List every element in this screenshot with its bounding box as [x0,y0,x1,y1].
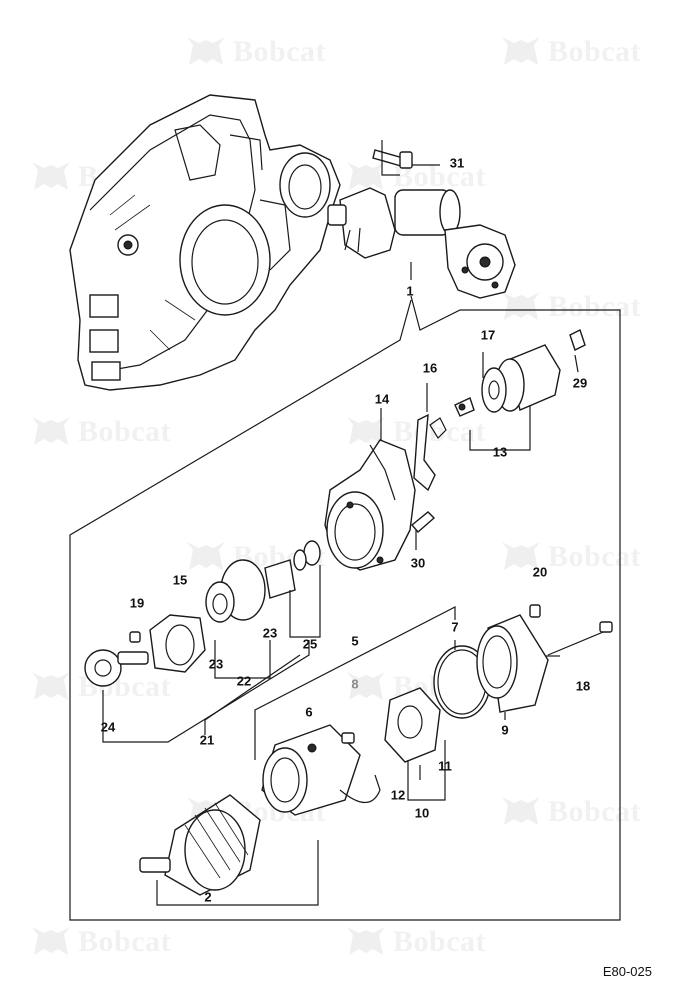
bobcat-logo-icon [32,672,70,700]
callout-1: 1 [406,283,414,299]
end-frame-parts [433,604,613,720]
callout-25: 25 [302,636,318,652]
callout-15: 15 [172,572,188,588]
watermark-text: Bobcat [548,35,641,68]
yoke-field-coil [254,606,456,816]
bobcat-watermark: Bobcat [500,290,641,324]
watermark-text: Bobcat [548,795,641,828]
drive-housing [324,408,436,571]
bobcat-logo-icon [502,797,540,825]
callout-24: 24 [100,719,116,735]
callout-30: 30 [410,555,426,571]
bobcat-logo-icon [32,162,70,190]
bobcat-logo-icon [347,672,385,700]
callout-8: 8 [351,676,359,692]
callout-23: 23 [208,656,224,672]
solenoid-parts [429,329,586,451]
flywheel-housing [69,94,341,391]
bobcat-logo-icon [187,37,225,65]
pinion-clutch-parts [84,540,321,743]
callout-10: 10 [414,805,430,821]
bobcat-watermark: Bobcat [30,415,171,449]
watermark-text: Bobcat [78,415,171,448]
callout-11: 11 [438,758,452,774]
bobcat-logo-icon [347,162,385,190]
watermark-text: Bobcat [548,540,641,573]
watermark-text: Bobcat [393,925,486,958]
callout-23: 23 [262,625,278,641]
starter-assembly [327,149,516,299]
callout-21: 21 [199,732,215,748]
shift-lever [413,383,436,492]
bobcat-watermark: Bobcat [345,925,486,959]
callout-16: 16 [422,360,438,376]
callout-19: 19 [129,595,145,611]
diagram-reference: E80-025 [602,964,652,979]
callout-2: 2 [204,889,212,905]
bobcat-logo-icon [187,542,225,570]
callout-31: 31 [449,155,465,171]
watermark-text: Bobcat [548,290,641,323]
callout-13: 13 [492,444,508,460]
callout-7: 7 [451,619,459,635]
bobcat-watermark: Bobcat [500,795,641,829]
bobcat-logo-icon [347,417,385,445]
callout-12: 12 [390,787,406,803]
callout-17: 17 [480,327,496,343]
callout-5: 5 [351,633,359,649]
bobcat-logo-icon [32,417,70,445]
bobcat-watermark: Bobcat [500,540,641,574]
callout-29: 29 [572,375,588,391]
bobcat-logo-icon [502,37,540,65]
callout-6: 6 [305,704,313,720]
watermark-text: Bobcat [233,35,326,68]
callout-18: 18 [575,678,591,694]
armature [139,794,319,906]
bobcat-watermark: Bobcat [30,925,171,959]
callout-22: 22 [236,673,252,689]
bobcat-watermark: Bobcat [185,35,326,69]
callout-14: 14 [374,391,390,407]
exploded-frame [69,140,621,921]
watermark-text: Bobcat [78,925,171,958]
bobcat-logo-icon [32,927,70,955]
bobcat-logo-icon [502,542,540,570]
callout-9: 9 [501,722,509,738]
bobcat-logo-icon [347,927,385,955]
brush-holder [384,687,446,801]
callout-20: 20 [532,564,548,580]
bobcat-logo-icon [502,292,540,320]
bobcat-watermark: Bobcat [500,35,641,69]
